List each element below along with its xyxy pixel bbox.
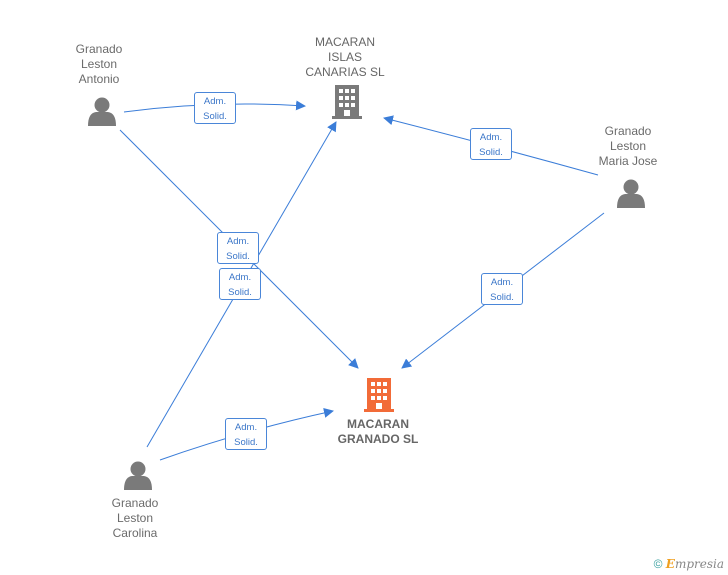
person-icon-antonio[interactable] bbox=[88, 97, 116, 127]
person-icon-carolina[interactable] bbox=[124, 461, 152, 491]
role-badge-carolina-islas[interactable]: Adm. Solid. bbox=[219, 268, 261, 300]
role-badge-maria-granado[interactable]: Adm. Solid. bbox=[481, 273, 523, 305]
company-label-macaran-granado[interactable]: MACARAN GRANADO SL bbox=[337, 417, 419, 446]
empresia-logo: Empresia bbox=[665, 557, 724, 571]
empresia-watermark: © Empresia bbox=[654, 557, 724, 571]
role-badge-maria-islas[interactable]: Adm. Solid. bbox=[470, 128, 512, 160]
person-label-carolina[interactable]: Granado Leston Carolina bbox=[111, 496, 159, 540]
building-icon-macaran-granado[interactable] bbox=[364, 378, 394, 412]
person-icon-maria[interactable] bbox=[617, 179, 645, 209]
person-label-antonio[interactable]: Granado Leston Antonio bbox=[75, 42, 123, 86]
copyright-symbol: © bbox=[653, 557, 663, 571]
person-label-maria[interactable]: Granado Leston Maria Jose bbox=[598, 124, 658, 168]
building-icon-macaran-islas[interactable] bbox=[332, 85, 362, 119]
role-badge-antonio-islas[interactable]: Adm. Solid. bbox=[194, 92, 236, 124]
role-badge-carolina-granado[interactable]: Adm. Solid. bbox=[225, 418, 267, 450]
company-label-macaran-islas[interactable]: MACARAN ISLAS CANARIAS SL bbox=[305, 35, 385, 79]
role-badge-antonio-granado[interactable]: Adm. Solid. bbox=[217, 232, 259, 264]
